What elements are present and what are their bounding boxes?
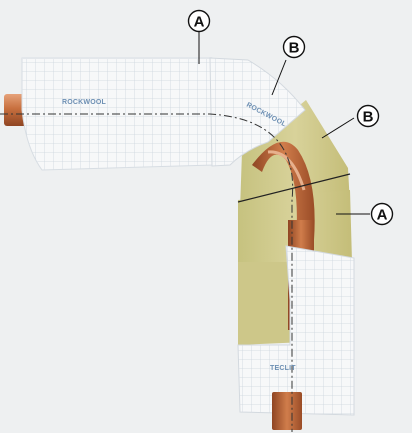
leader-b-top xyxy=(271,59,287,96)
svg-text:B: B xyxy=(363,109,374,126)
copper-pipe-bend xyxy=(252,141,315,240)
segment-seam xyxy=(237,173,351,203)
pipe-centerline xyxy=(0,113,294,432)
leader-b-right xyxy=(321,117,355,139)
foil-elbow-segment xyxy=(209,57,306,167)
svg-text:A: A xyxy=(377,207,388,224)
brand-bottom: TECLIT xyxy=(270,365,296,372)
svg-text:B: B xyxy=(289,40,300,57)
svg-text:A: A xyxy=(194,14,205,31)
callout-a-right: A xyxy=(370,202,394,226)
callout-a-top: A xyxy=(187,9,211,33)
callout-b-top: B xyxy=(282,35,306,59)
brand-left: ROCKWOOL xyxy=(62,99,107,106)
foil-jacket-bottom xyxy=(237,245,355,416)
copper-pipe-bottom xyxy=(272,392,302,430)
callout-b-right: B xyxy=(356,104,380,128)
